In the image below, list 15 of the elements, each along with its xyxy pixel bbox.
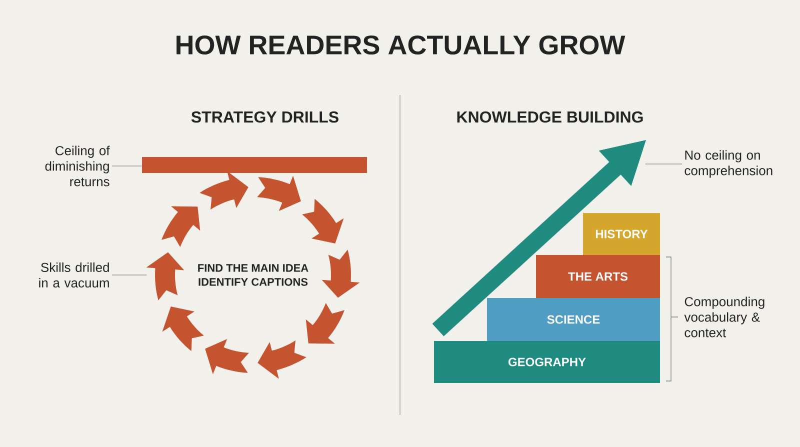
leader-line	[112, 274, 148, 276]
annotation-text: Compounding vocabulary & context	[684, 296, 764, 338]
cycle-label: FIND THE MAIN IDEA IDENTIFY CAPTIONS	[198, 264, 308, 286]
section-heading: KNOWLEDGE BUILDING	[457, 111, 643, 123]
stack-block: THE ARTS	[536, 255, 660, 298]
stack-block: GEOGRAPHY	[434, 341, 660, 383]
annotation-text: Skills drilled in a vacuum	[39, 262, 109, 288]
ceiling-bar	[142, 157, 367, 173]
growth-arrow	[432, 140, 646, 336]
stack-block: HISTORY	[583, 213, 660, 255]
stack-block: SCIENCE	[487, 298, 660, 341]
annotation-text: Ceiling of diminishing returns	[45, 146, 110, 186]
title: HOW READERS ACTUALLY GROW	[176, 35, 626, 55]
annotation-text: No ceiling on comprehension	[684, 150, 772, 178]
section-heading: STRATEGY DRILLS	[191, 111, 338, 123]
